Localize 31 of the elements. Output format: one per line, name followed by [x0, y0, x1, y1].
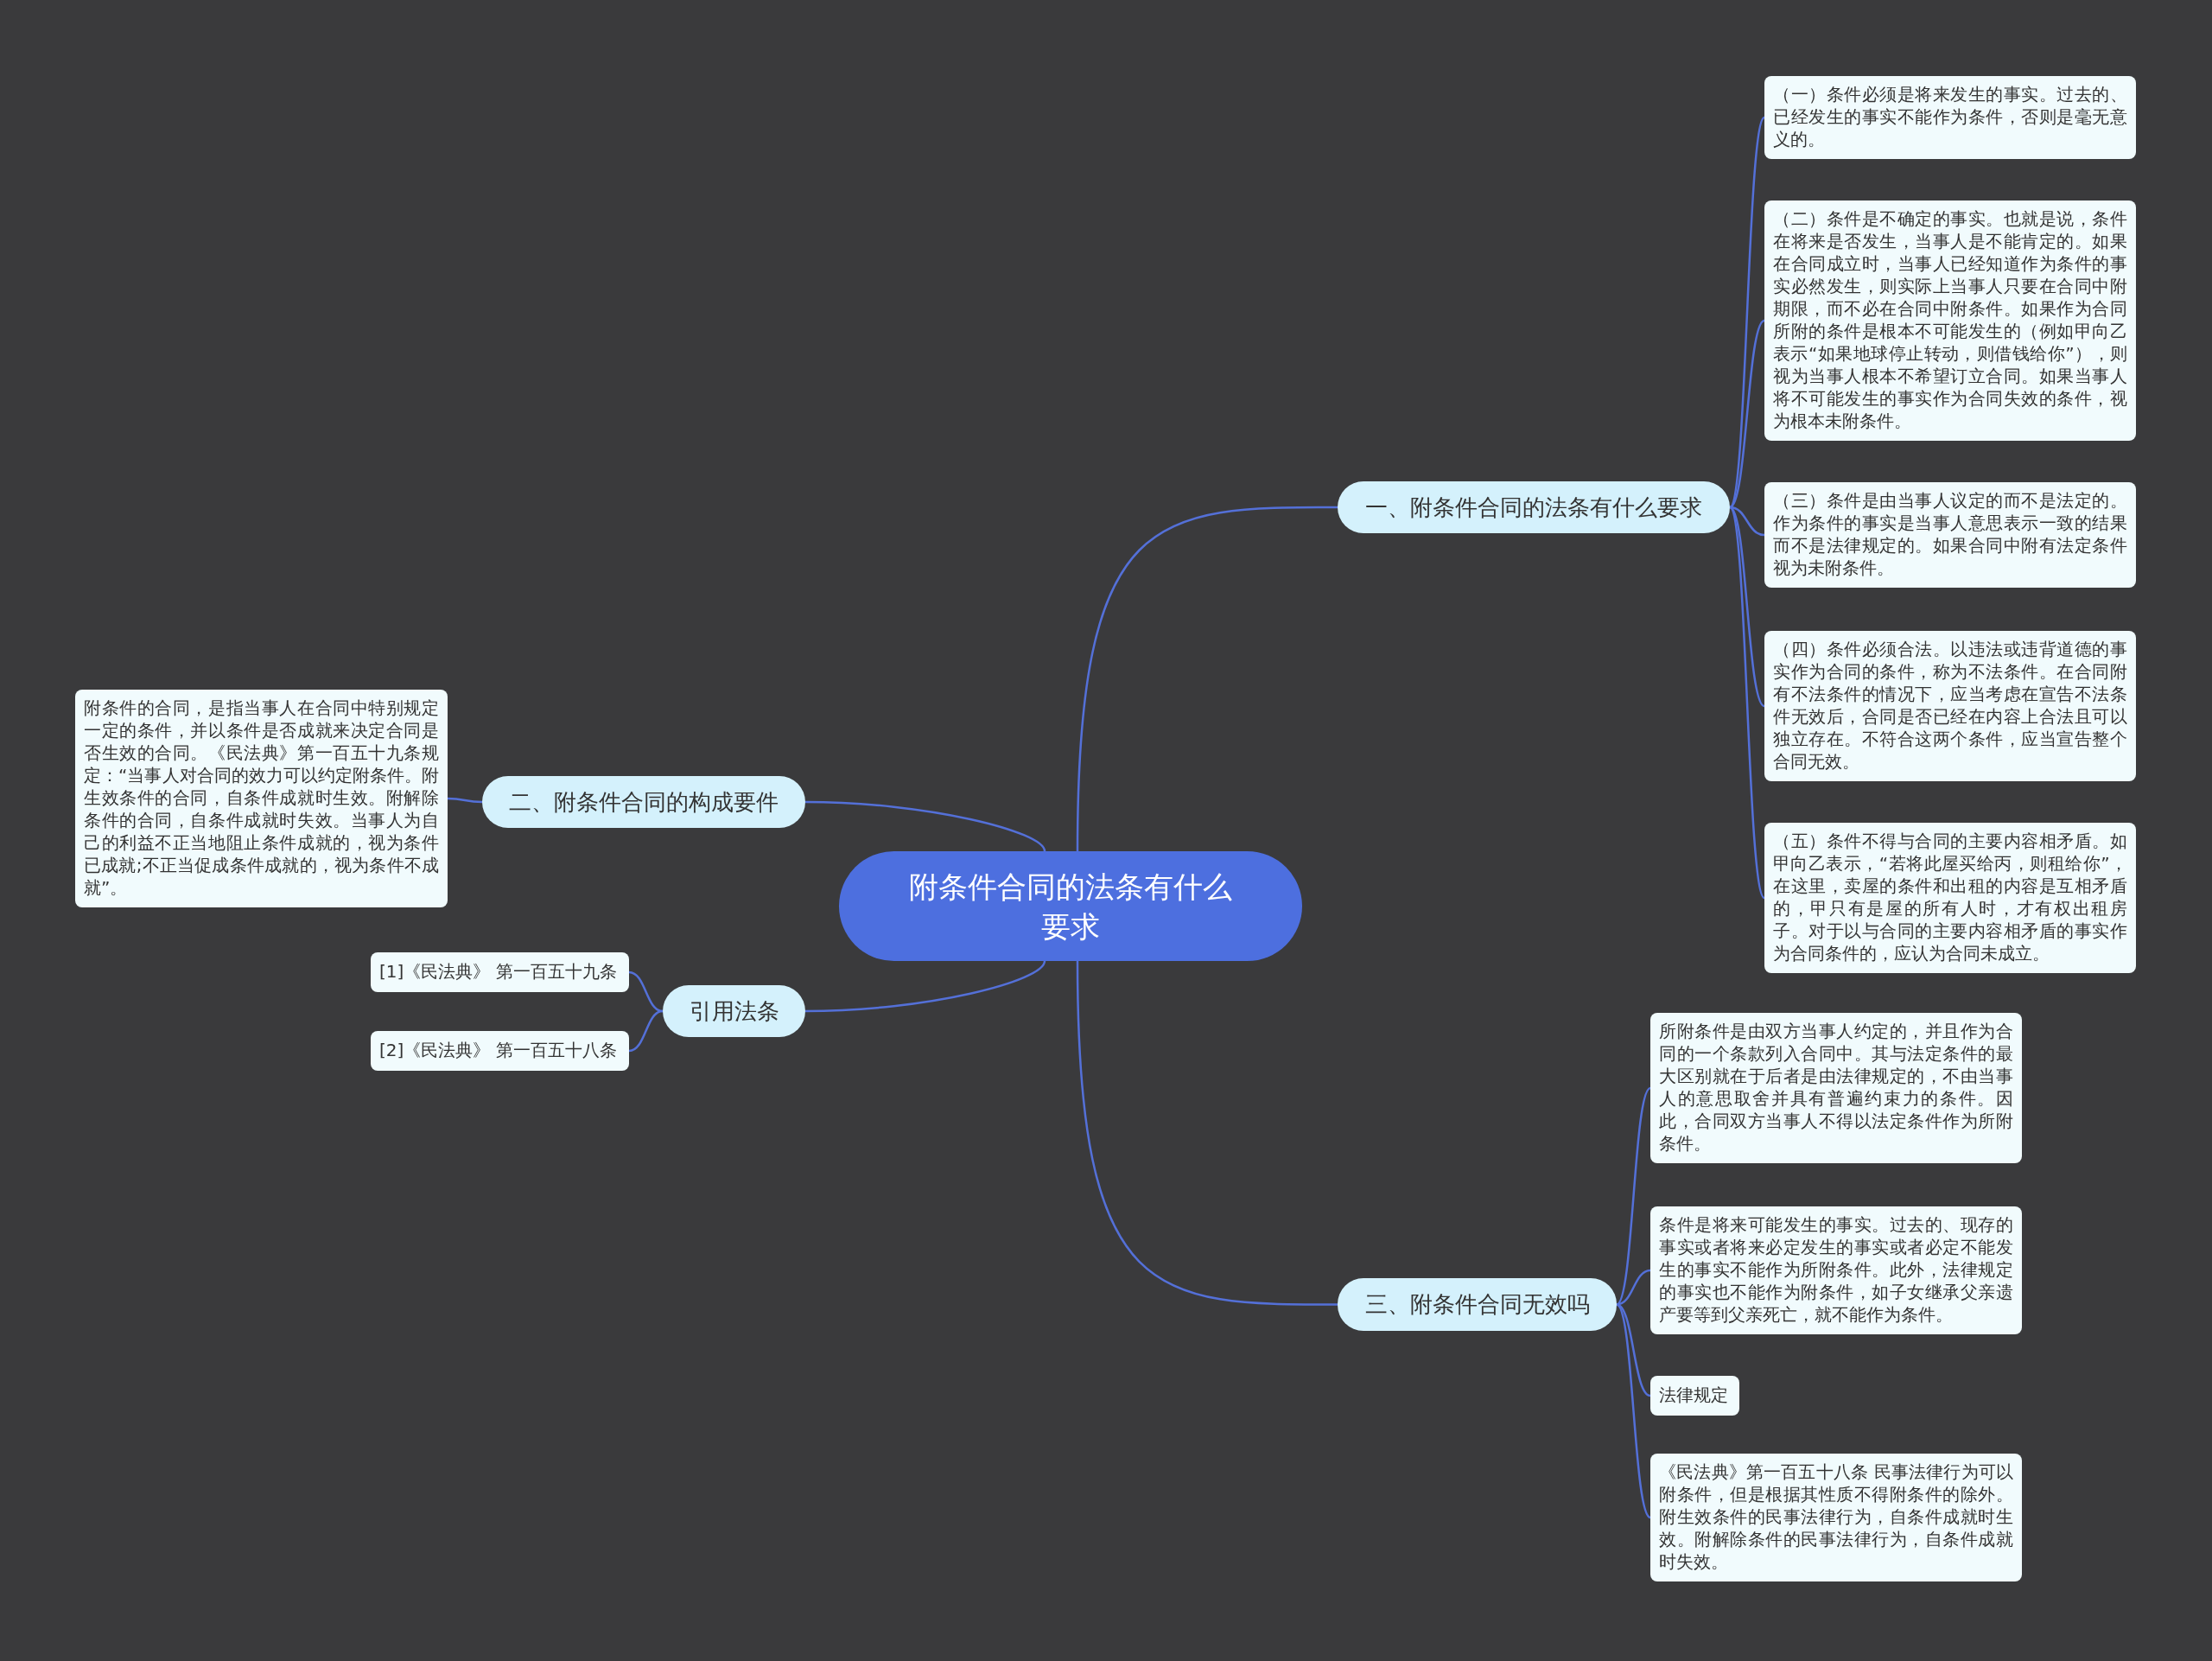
topic-pill: 三、附条件合同无效吗 — [1338, 1278, 1617, 1331]
note-card: （五）条件不得与合同的主要内容相矛盾。如甲向乙表示，“若将此屋买给丙，则租给你”，在这里，卖屋的条件和出租的内容是互相矛盾的，甲只有是屋的所有人时，才有权出租房子。对于以与合同的主要内容相矛盾的事实作为合同条件的，应认为合同未成立。 — [1764, 823, 2136, 973]
connector-line — [1729, 320, 1765, 508]
note-card: 条件是将来可能发生的事实。过去的、现存的事实或者将来必定发生的事实或者必定不能发生的事实不能作为所附条件。此外，法律规定的事实也不能作为附条件，如子女继承父亲遗产要等到父亲死亡，就不能作为条件。 — [1650, 1206, 2022, 1334]
connector-line — [447, 797, 483, 804]
note-card: [2]《民法典》 第一百五十八条 — [371, 1031, 629, 1071]
connector-line — [1728, 506, 1766, 899]
connector-line — [1076, 506, 1338, 852]
note-card: （四）条件必须合法。以违法或违背道德的事实作为合同的条件，称为不法条件。在合同附有不法条件的情况下，应当考虑在宣告不法条件无效后，合同是否已经在内容上合法且可以独立存在。不符合这两个条件，应当宣告整个合同无效。 — [1764, 631, 2136, 781]
note-card: （三）条件是由当事人议定的而不是法定的。作为条件的事实是当事人意思表示一致的结果而不是法律规定的。如果合同中附有法定条件视为未附条件。 — [1764, 482, 2136, 588]
note-card: （一）条件必须是将来发生的事实。过去的、已经发生的事实不能作为条件，否则是毫无意义的。 — [1764, 76, 2136, 159]
note-card: 所附条件是由双方当事人约定的，并且作为合同的一个条款列入合同中。其与法定条件的最大区别就在于后者是由法律规定的，不由当事人的意思取舍并具有普遍约束力的条件。因此，合同双方当事人不得以法定条件作为所附条件。 — [1650, 1013, 2022, 1163]
topic-pill: 引用法条 — [663, 985, 805, 1037]
topic-pill: 二、附条件合同的构成要件 — [482, 776, 805, 828]
connector-line — [1616, 1087, 1651, 1306]
central-topic: 附条件合同的法条有什么要求 — [839, 851, 1302, 961]
note-card: 《民法典》第一百五十八条 民事法律行为可以附条件，但是根据其性质不得附条件的除外。附生效条件的民事法律行为，自条件成就时生效。附解除条件的民事法律行为，自条件成就时失效。 — [1650, 1454, 2022, 1581]
topic-pill: 一、附条件合同的法条有什么要求 — [1338, 481, 1730, 533]
connector-line — [628, 1009, 664, 1053]
connector-line — [804, 960, 1046, 1013]
connector-line — [804, 800, 1046, 852]
connector-line — [1616, 1303, 1651, 1518]
note-card: 附条件的合同，是指当事人在合同中特别规定一定的条件，并以条件是否成就来决定合同是否生效的合同。《民法典》第一百五十九条规定：“当事人对合同的效力可以约定附条件。附生效条件的合同，自条件成就时生效。附解除条件的合同，自条件成就时失效。当事人为自己的利益不正当地阻止条件成就的，视为条件已成就;不正当促成条件成就的，视为条件不成就”。 — [75, 690, 448, 907]
connector-line — [1728, 117, 1766, 508]
connector-line — [1729, 506, 1765, 537]
note-card: 法律规定 — [1650, 1376, 1739, 1416]
note-card: [1]《民法典》 第一百五十九条 — [371, 952, 629, 992]
connector-line — [1616, 1303, 1651, 1397]
connector-line — [628, 971, 664, 1013]
note-card: （二）条件是不确定的事实。也就是说，条件在将来是否发生，当事人是不能肯定的。如果在合同成立时，当事人已经知道作为条件的事实必然发生，则实际上当事人只要在合同中附期限，而不必在合同中附条件。如果作为合同所附的条件是根本不可能发生的（例如甲向乙表示“如果地球停止转动，则借钱给你”），则视为当事人根本不希望订立合同。如果当事人将不可能发生的事实作为合同失效的条件，视为根本未附条件。 — [1764, 200, 2136, 441]
connector-line — [1076, 960, 1338, 1306]
